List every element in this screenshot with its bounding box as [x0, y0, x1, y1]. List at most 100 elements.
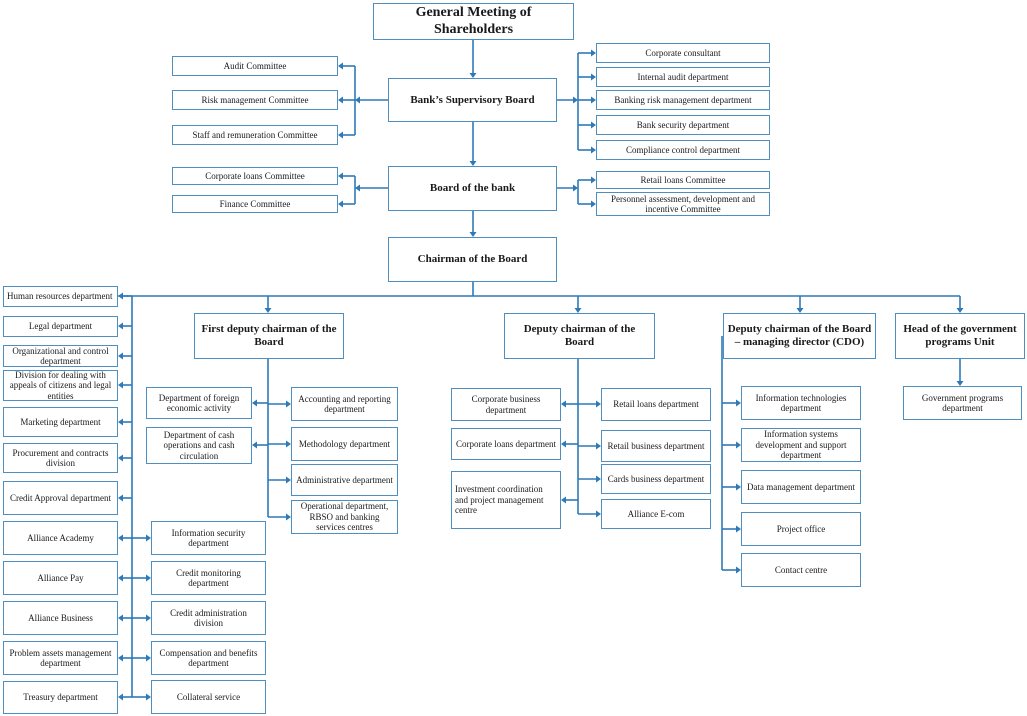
supervisory-board-box: Bank’s Supervisory Board [388, 78, 557, 122]
project-office-box: Project office [741, 512, 861, 546]
arrow-head [118, 574, 123, 582]
compliance-box: Compliance control department [596, 140, 770, 160]
arrow-head [355, 96, 360, 104]
arrow-head [596, 442, 601, 450]
arrow-head [146, 693, 151, 701]
arrow-head [264, 308, 272, 313]
arrow-head [338, 172, 343, 180]
deputy-box: Deputy chairman of the Board [504, 313, 655, 359]
cash-operations-box: Department of cash operations and cash c… [146, 427, 252, 464]
arrow-head [338, 131, 343, 139]
arrow-head [561, 440, 566, 448]
arrow-head [355, 184, 360, 192]
arrow-head [286, 476, 291, 484]
arrow-head [736, 566, 741, 574]
arrow-head [469, 232, 477, 237]
arrow-head [596, 475, 601, 483]
personnel-committee-box: Personnel assessment, development and in… [596, 192, 770, 216]
banking-risk-box: Banking risk management department [596, 90, 770, 110]
staff-committee-box: Staff and remuneration Committee [172, 125, 338, 145]
cards-business-box: Cards business department [601, 464, 711, 494]
data-management-box: Data management department [741, 470, 861, 504]
arrow-head [573, 184, 578, 192]
arrow-head [591, 49, 596, 57]
arrow-head [469, 73, 477, 78]
arrow-head [118, 693, 123, 701]
retail-business-box: Retail business department [601, 430, 711, 462]
arrow-head [736, 483, 741, 491]
alliance-business-box: Alliance Business [3, 601, 118, 635]
arrow-head [736, 525, 741, 533]
arrow-head [574, 308, 582, 313]
arrow-head [796, 308, 804, 313]
credit-administration-box: Credit administration division [151, 601, 266, 635]
investment-coordination-box: Investment coordination and project mana… [451, 471, 561, 529]
alliance-academy-box: Alliance Academy [3, 521, 118, 555]
arrow-head [573, 96, 578, 104]
audit-committee-box: Audit Committee [172, 56, 338, 76]
gov-head-box: Head of the government programs Unit [895, 313, 1025, 359]
arrow-head [956, 381, 964, 386]
arrow-head [118, 418, 123, 426]
credit-monitoring-box: Credit monitoring department [151, 561, 266, 595]
arrow-head [591, 146, 596, 154]
marketing-department-box: Marketing department [3, 407, 118, 437]
hr-department-box: Human resources department [3, 286, 118, 307]
compensation-benefits-box: Compensation and benefits department [151, 641, 266, 675]
treasury-box: Treasury department [3, 681, 118, 714]
arrow-head [286, 513, 291, 521]
arrow-head [118, 454, 123, 462]
arrow-head [118, 322, 123, 330]
problem-assets-box: Problem assets management department [3, 641, 118, 675]
arrow-head [591, 176, 596, 184]
arrow-head [736, 441, 741, 449]
first-deputy-box: First deputy chairman of the Board [194, 313, 344, 359]
cdo-box: Deputy chairman of the Board – managing … [723, 313, 876, 359]
arrow-head [596, 510, 601, 518]
information-security-box: Information security department [151, 521, 266, 555]
gov-programs-box: Government programs department [903, 386, 1022, 420]
arrow-head [118, 381, 123, 389]
contact-centre-box: Contact centre [741, 553, 861, 587]
arrow-head [338, 200, 343, 208]
arrow-head [956, 308, 964, 313]
corporate-loans-dept-box: Corporate loans department [451, 428, 561, 460]
organizational-control-box: Organizational and control department [3, 345, 118, 367]
administrative-box: Administrative department [291, 464, 398, 496]
arrow-head [591, 121, 596, 129]
appeals-division-box: Division for dealing with appeals of cit… [3, 370, 118, 401]
operational-department-box: Operational department, RBSO and banking… [291, 500, 398, 534]
arrow-head [118, 292, 123, 300]
it-department-box: Information technologies department [741, 386, 861, 420]
retail-loans-committee-box: Retail loans Committee [596, 171, 770, 189]
board-box: Board of the bank [388, 166, 557, 211]
general-meeting-box: General Meeting of Shareholders [373, 3, 574, 40]
arrow-head [252, 399, 257, 407]
corporate-business-box: Corporate business department [451, 388, 561, 421]
arrow-head [118, 614, 123, 622]
alliance-ecom-box: Alliance E-com [601, 499, 711, 529]
arrow-head [338, 62, 343, 70]
arrow-head [286, 400, 291, 408]
retail-loans-dept-box: Retail loans department [601, 388, 711, 421]
information-systems-box: Information systems development and supp… [741, 428, 861, 462]
arrow-head [591, 73, 596, 81]
arrow-head [146, 654, 151, 662]
arrow-head [596, 400, 601, 408]
arrow-head [338, 96, 343, 104]
arrow-head [118, 494, 123, 502]
arrow-head [736, 399, 741, 407]
arrow-head [146, 534, 151, 542]
arrow-head [252, 441, 257, 449]
finance-committee-box: Finance Committee [172, 195, 338, 213]
risk-committee-box: Risk management Committee [172, 90, 338, 110]
arrow-head [591, 96, 596, 104]
arrow-head [561, 496, 566, 504]
chairman-box: Chairman of the Board [388, 237, 557, 282]
procurement-division-box: Procurement and contracts division [3, 443, 118, 473]
arrow-head [118, 352, 123, 360]
accounting-reporting-box: Accounting and reporting department [291, 387, 398, 421]
credit-approval-box: Credit Approval department [3, 481, 118, 515]
